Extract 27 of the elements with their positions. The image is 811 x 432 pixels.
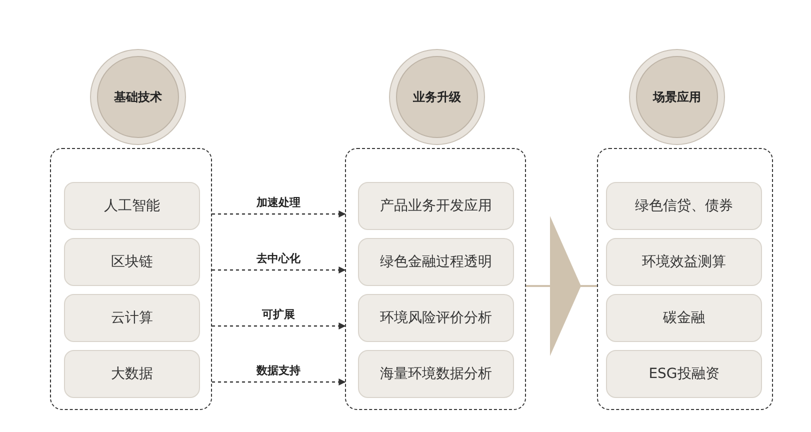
item-box: 云计算 bbox=[64, 294, 200, 342]
item-box: 环境效益测算 bbox=[606, 238, 762, 286]
edge-label: 加速处理 bbox=[254, 195, 302, 210]
chevron-arrow bbox=[526, 216, 597, 356]
group-frame bbox=[345, 148, 526, 410]
dashed-arrow bbox=[212, 266, 346, 274]
item-box: 人工智能 bbox=[64, 182, 200, 230]
circle-label: 基础技术 bbox=[114, 88, 162, 106]
item-box: ESG投融资 bbox=[606, 350, 762, 398]
circle-label: 业务升级 bbox=[413, 88, 461, 106]
dashed-arrow bbox=[212, 322, 346, 330]
item-box: 大数据 bbox=[64, 350, 200, 398]
dashed-arrow bbox=[212, 378, 346, 386]
group-frame bbox=[597, 148, 773, 410]
dashed-arrow bbox=[212, 210, 346, 218]
item-box: 碳金融 bbox=[606, 294, 762, 342]
item-box: 绿色金融过程透明 bbox=[358, 238, 514, 286]
group-frame bbox=[50, 148, 212, 410]
edge-label: 可扩展 bbox=[260, 307, 297, 322]
edge-label: 去中心化 bbox=[254, 251, 302, 266]
circle-label: 场景应用 bbox=[653, 88, 701, 106]
item-box: 产品业务开发应用 bbox=[358, 182, 514, 230]
item-box: 海量环境数据分析 bbox=[358, 350, 514, 398]
edge-label: 数据支持 bbox=[254, 363, 302, 378]
item-box: 区块链 bbox=[64, 238, 200, 286]
item-box: 绿色信贷、债券 bbox=[606, 182, 762, 230]
item-box: 环境风险评价分析 bbox=[358, 294, 514, 342]
